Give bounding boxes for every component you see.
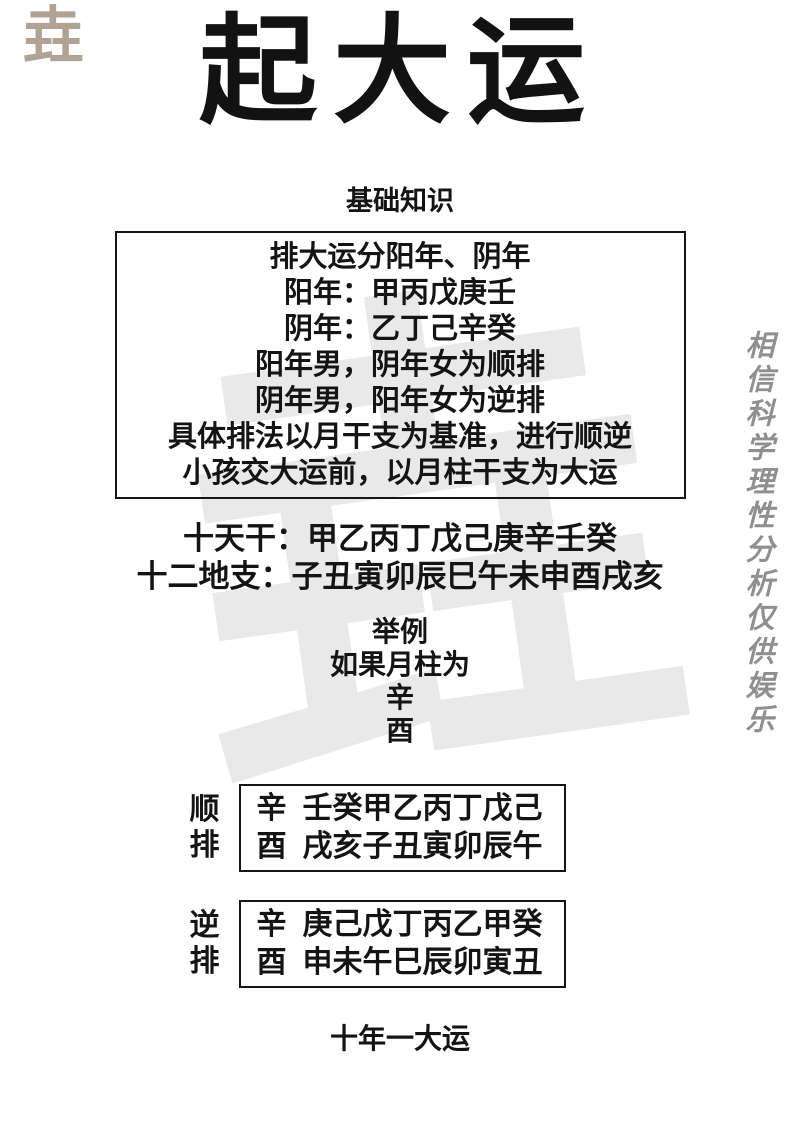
logo-char: 垚 [22, 3, 85, 71]
document-body: 起大运 基础知识 排大运分阳年、阴年 阳年：甲丙戊庚壬 阴年：乙丁己辛癸 阳年男… [0, 7, 800, 1055]
knowledge-line: 小孩交大运前，以月柱干支为大运 [182, 457, 618, 489]
forward-order-section: 顺 排 辛 壬癸甲乙丙丁戊己 酉 戌亥子丑寅卯辰午 [0, 784, 776, 872]
section-subtitle: 基础知识 [346, 186, 454, 216]
forward-order-box: 辛 壬癸甲乙丙丁戊己 酉 戌亥子丑寅卯辰午 [238, 784, 566, 872]
example-heading: 举例 [371, 617, 428, 648]
knowledge-line: 阳年男，阴年女为顺排 [254, 349, 545, 381]
backward-order-section: 逆 排 辛 庚己戊丁丙乙甲癸 酉 申未午巳辰卯寅丑 [0, 900, 776, 988]
backward-order-box: 辛 庚己戊丁丙乙甲癸 酉 申未午巳辰卯寅丑 [238, 900, 566, 988]
reference-section: 十天干：甲乙丙丁戊己庚辛壬癸 十二地支：子丑寅卯辰巳午未申酉戌亥 [0, 520, 800, 596]
knowledge-line: 阴年男，阳年女为逆排 [254, 385, 545, 417]
knowledge-line: 具体排法以月干支为基准，进行顺逆 [167, 421, 632, 453]
knowledge-line: 阴年：乙丁己辛癸 [283, 313, 516, 345]
backward-order-label: 逆 排 [187, 908, 223, 980]
pillar-cell: 酉 [256, 830, 287, 863]
sequence-cell: 申未午巳辰卯寅丑 [302, 946, 543, 979]
pillar-cell: 辛 [256, 792, 287, 825]
example-stem: 辛 [385, 683, 414, 714]
backward-label-bottom: 排 [189, 945, 220, 978]
earthly-branches-line: 十二地支：子丑寅卯辰巳午未申酉戌亥 [136, 559, 664, 594]
example-branch: 酉 [385, 716, 414, 747]
example-section: 举例 如果月柱为 辛 酉 [0, 616, 800, 748]
heavenly-stems-line: 十天干：甲乙丙丁戊己庚辛壬癸 [183, 521, 617, 556]
sequence-row: 酉 戌亥子丑寅卯辰午 [257, 828, 564, 866]
pillar-cell: 酉 [256, 946, 287, 979]
pillar-cell: 辛 [256, 908, 287, 941]
knowledge-box: 排大运分阳年、阴年 阳年：甲丙戊庚壬 阴年：乙丁己辛癸 阳年男，阴年女为顺排 阴… [114, 231, 686, 499]
page-title: 起大运 [198, 7, 601, 138]
sequence-row: 辛 庚己戊丁丙乙甲癸 [257, 906, 564, 944]
forward-label-bottom: 排 [189, 829, 220, 862]
sequence-cell: 壬癸甲乙丙丁戊己 [302, 792, 543, 825]
sequence-row: 辛 壬癸甲乙丙丁戊己 [257, 790, 564, 828]
forward-order-label: 顺 排 [187, 792, 223, 864]
sequence-cell: 戌亥子丑寅卯辰午 [302, 830, 543, 863]
footer-note: 十年一大运 [329, 1024, 470, 1055]
sequence-row: 酉 申未午巳辰卯寅丑 [257, 944, 564, 982]
backward-label-top: 逆 [189, 909, 220, 942]
example-intro: 如果月柱为 [329, 650, 470, 681]
knowledge-line: 排大运分阳年、阴年 [269, 241, 531, 273]
knowledge-line: 阳年：甲丙戊庚壬 [283, 277, 516, 309]
vertical-disclaimer: 相信科学理性分析仅供娱乐 [741, 330, 773, 738]
sequence-cell: 庚己戊丁丙乙甲癸 [302, 908, 543, 941]
forward-label-top: 顺 [189, 793, 220, 826]
